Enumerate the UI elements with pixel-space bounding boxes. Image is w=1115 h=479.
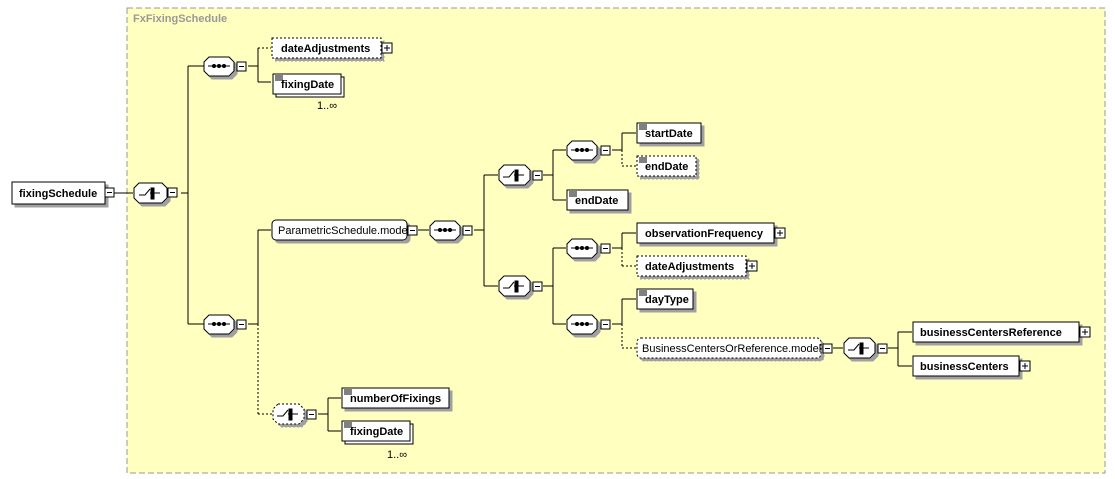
sequence-compositor[interactable]: [429, 220, 473, 241]
choice-icon: [503, 280, 524, 293]
connector-lines: [112, 48, 912, 432]
element-label: dayType: [645, 294, 689, 306]
collapse-icon[interactable]: [104, 187, 115, 198]
element-label: fixingDate: [281, 79, 334, 91]
element-label: endDate: [575, 195, 618, 207]
choice-compositor[interactable]: [498, 275, 543, 297]
expand-icon[interactable]: [1079, 326, 1091, 338]
expand-icon[interactable]: [381, 42, 393, 54]
choice-compositor[interactable]: [843, 337, 888, 359]
collapse-icon[interactable]: [462, 225, 473, 236]
sequence-compositor[interactable]: [566, 140, 611, 161]
element-business-centers-reference[interactable]: businessCentersReference: [912, 321, 1091, 343]
choice-icon: [139, 187, 160, 200]
sequence-compositor[interactable]: [566, 314, 611, 335]
choice-icon: [277, 408, 298, 421]
group-business-centers-or-reference-model[interactable]: BusinessCentersOrReference.model: [636, 337, 833, 359]
collapse-icon[interactable]: [822, 343, 833, 354]
element-fixing-date-1[interactable]: fixingDate 1..∞: [272, 73, 345, 112]
element-label: observationFrequency: [645, 228, 764, 240]
element-date-adjustments-1[interactable]: dateAdjustments: [271, 37, 393, 59]
element-label: numberOfFixings: [350, 393, 441, 405]
choice-compositor-optional[interactable]: [272, 403, 317, 425]
sequence-compositor[interactable]: [203, 314, 247, 335]
element-fixing-date-2[interactable]: fixingDate 1..∞: [341, 420, 414, 461]
group-parametric-schedule-model[interactable]: ParametricSchedule.model: [271, 219, 418, 241]
element-label: endDate: [645, 161, 688, 173]
element-observation-frequency[interactable]: observationFrequency: [636, 222, 786, 244]
element-label: businessCenters: [920, 361, 1009, 373]
expand-icon[interactable]: [1019, 360, 1031, 372]
collapse-icon[interactable]: [167, 187, 178, 198]
optional-connector-lines: [257, 47, 636, 415]
expand-icon[interactable]: [746, 260, 758, 272]
element-label: dateAdjustments: [281, 43, 370, 55]
collapse-icon[interactable]: [532, 170, 543, 181]
choice-compositor[interactable]: [133, 182, 178, 204]
expand-icon[interactable]: [774, 227, 786, 239]
element-number-of-fixings[interactable]: numberOfFixings: [341, 387, 450, 409]
element-label: startDate: [645, 128, 693, 140]
element-label: dateAdjustments: [645, 261, 734, 273]
collapse-icon[interactable]: [306, 409, 317, 420]
collapse-icon[interactable]: [600, 145, 611, 156]
choice-compositor[interactable]: [498, 164, 543, 186]
collapse-icon[interactable]: [877, 343, 888, 354]
sequence-compositor[interactable]: [566, 238, 611, 259]
sequence-compositor[interactable]: [203, 56, 247, 77]
element-start-date[interactable]: startDate: [636, 122, 702, 144]
group-label: ParametricSchedule.model: [278, 225, 410, 237]
element-end-date[interactable]: endDate: [566, 189, 629, 211]
collapse-icon[interactable]: [600, 243, 611, 254]
element-business-centers[interactable]: businessCenters: [912, 355, 1031, 377]
collapse-icon[interactable]: [600, 319, 611, 330]
element-date-adjustments-2[interactable]: dateAdjustments: [636, 255, 758, 277]
collapse-icon[interactable]: [236, 61, 247, 72]
element-day-type[interactable]: dayType: [636, 288, 694, 310]
element-label: fixingSchedule: [19, 188, 97, 200]
choice-icon: [503, 169, 524, 182]
collapse-icon[interactable]: [236, 319, 247, 330]
element-fixing-schedule[interactable]: fixingSchedule: [11, 181, 115, 205]
collapse-icon[interactable]: [407, 225, 418, 236]
element-end-date-optional[interactable]: endDate: [636, 155, 697, 177]
cardinality-label: 1..∞: [317, 100, 337, 112]
collapse-icon[interactable]: [532, 281, 543, 292]
type-title: FxFixingSchedule: [133, 13, 227, 25]
choice-icon: [848, 342, 869, 355]
element-label: fixingDate: [350, 426, 403, 438]
group-label: BusinessCentersOrReference.model: [642, 343, 821, 355]
element-label: businessCentersReference: [920, 327, 1062, 339]
cardinality-label: 1..∞: [387, 449, 407, 461]
